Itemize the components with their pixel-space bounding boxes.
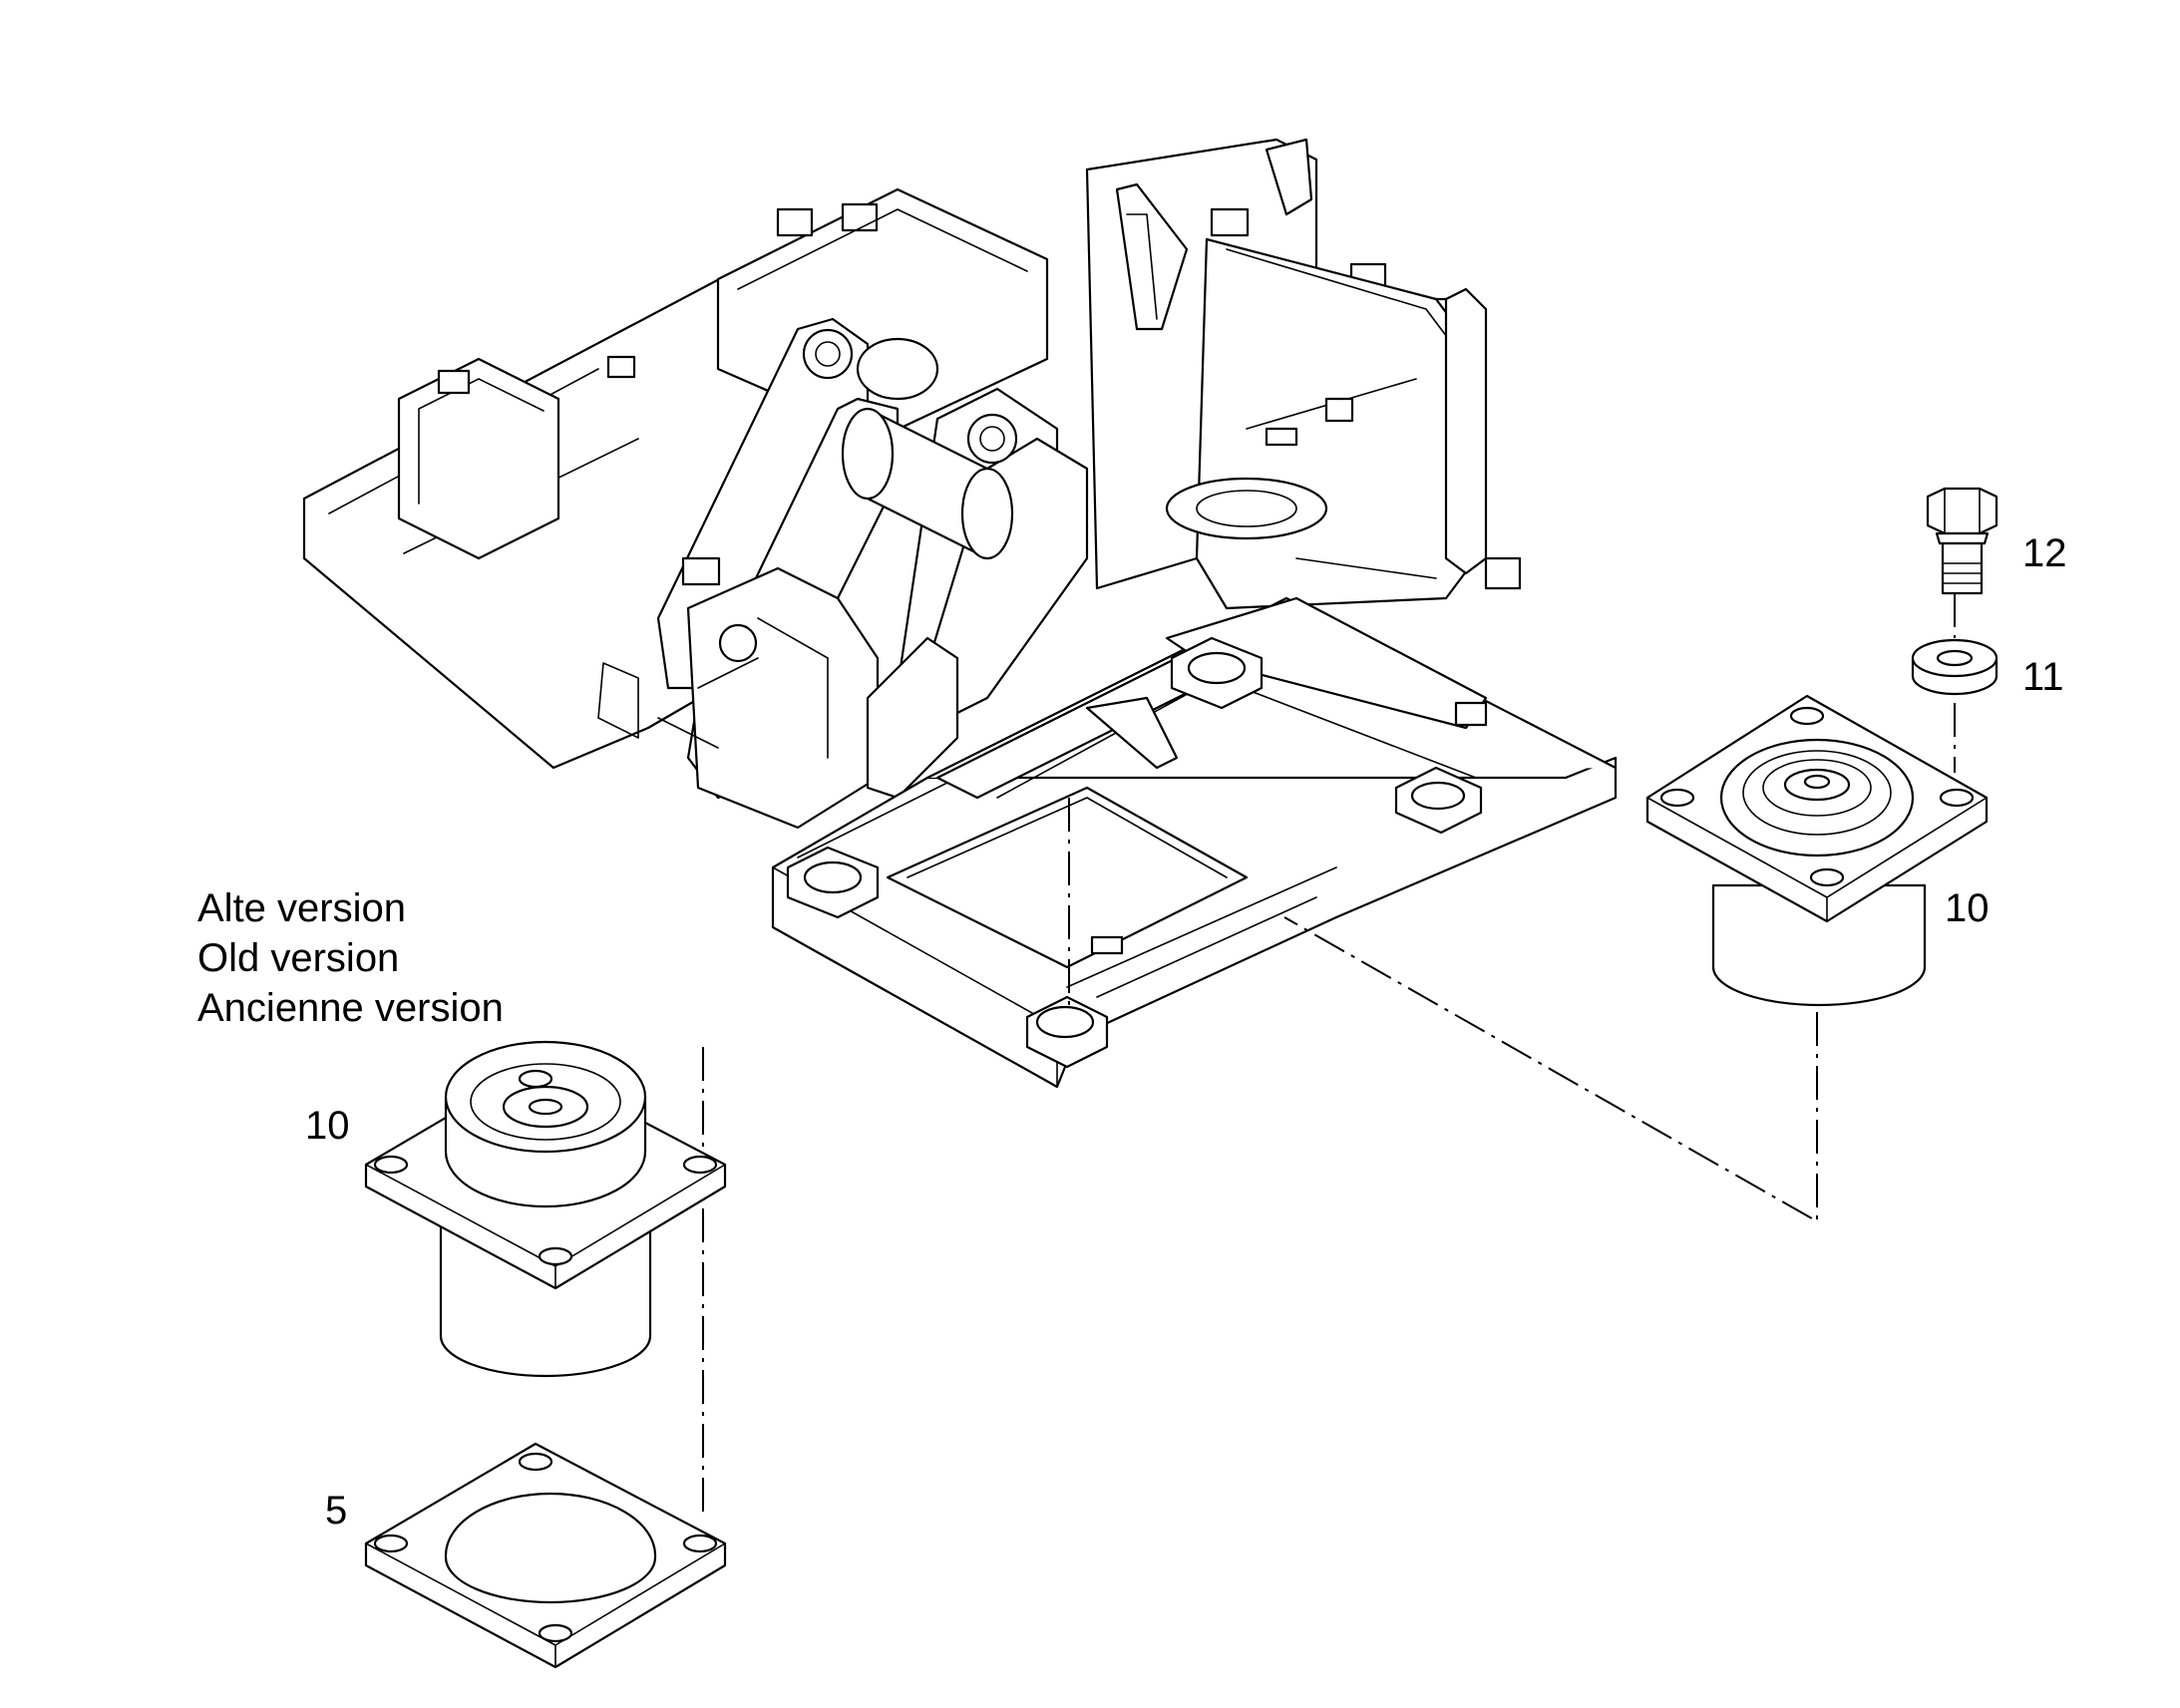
mount-pocket-front-left xyxy=(786,846,880,919)
mount-pocket-rear-right xyxy=(1394,766,1483,835)
callout-10-new: 10 xyxy=(1945,886,1990,930)
callout-12: 12 xyxy=(2022,531,2067,575)
explode-line-mount-frame xyxy=(1283,916,1818,1223)
mount-old-part xyxy=(364,1040,727,1378)
bolt-part xyxy=(1926,487,1998,595)
callout-11: 11 xyxy=(2022,655,2064,699)
mount-pocket-front-right xyxy=(1025,995,1109,1069)
mount-new-part xyxy=(1645,694,1989,1007)
version-note: Alte version Old version Ancienne versio… xyxy=(197,883,504,1033)
version-note-fr: Ancienne version xyxy=(197,986,504,1030)
callout-10-old: 10 xyxy=(305,1104,350,1148)
version-note-de: Alte version xyxy=(197,886,406,930)
mount-pocket-rear-left xyxy=(1170,636,1264,710)
version-note-en: Old version xyxy=(197,936,400,980)
upper-frame xyxy=(302,138,1522,830)
lower-subframe xyxy=(771,596,1618,1089)
plate-old-part xyxy=(364,1442,727,1669)
callout-5: 5 xyxy=(325,1489,347,1533)
washer-part xyxy=(1911,638,1998,696)
